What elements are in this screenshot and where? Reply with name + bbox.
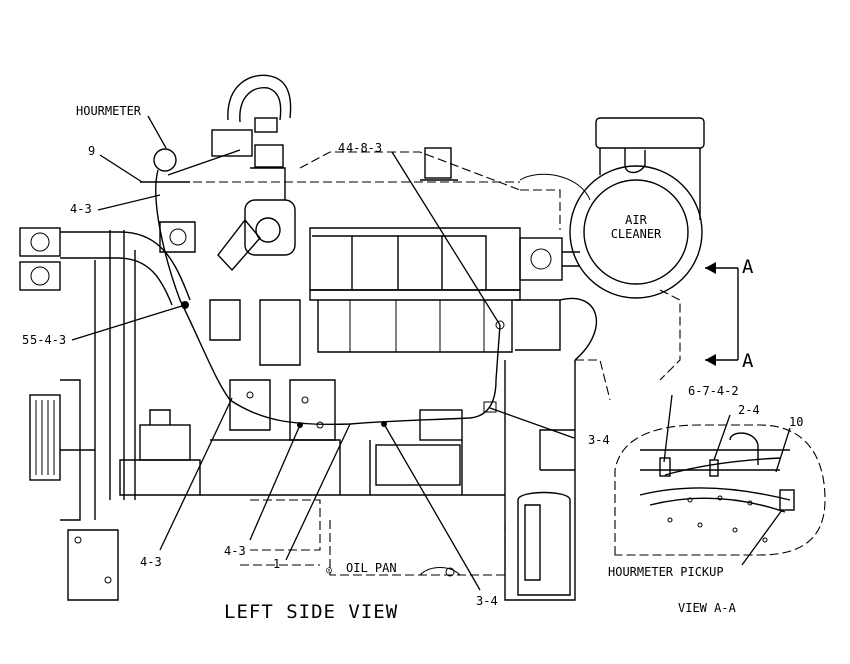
- engine-block: [180, 147, 561, 353]
- section-a-top-label: A: [742, 256, 755, 278]
- callout-10: 10: [789, 415, 804, 429]
- front-housing: [19, 227, 191, 601]
- section-a-bottom-label: A: [742, 350, 755, 372]
- callout-4-8-3-prefix: 4: [338, 141, 346, 155]
- hourmeter-pickup-label: HOURMETER PICKUP: [608, 565, 724, 579]
- callout-3-4-right: 3-4: [588, 433, 610, 447]
- left-side-view-title: LEFT SIDE VIEW: [224, 601, 399, 623]
- callout-5-4-3: 5-4-3: [30, 333, 67, 347]
- leader-lines: [71, 115, 575, 591]
- callout-9: 9: [88, 144, 96, 158]
- air-cleaner-label-line2: CLEANER: [610, 227, 662, 241]
- callout-3-4-bottom: 3-4: [476, 594, 498, 608]
- callout-5-4-3-prefix: 5: [22, 333, 30, 347]
- flywheel-housing: [504, 297, 611, 601]
- callout-4-8-3: 4-8-3: [346, 141, 383, 155]
- turbo-assembly: [140, 148, 336, 441]
- air-cleaner: [519, 117, 705, 381]
- oil-pan-symbol: ◎: [326, 565, 333, 576]
- oil-pan-label: OIL PAN: [346, 561, 397, 575]
- callout-4-3-lower-mid: 4-3: [224, 544, 246, 558]
- view-a-a-inset: [614, 394, 826, 566]
- callout-4-3-upper: 4-3: [70, 202, 92, 216]
- callout-6-7-4-2: 6-7-4-2: [688, 384, 739, 398]
- section-arrows: [705, 262, 739, 366]
- callout-2-4: 2-4: [738, 403, 760, 417]
- callout-4-3-lower-left: 4-3: [140, 555, 162, 569]
- hourmeter-label: HOURMETER: [76, 104, 142, 118]
- air-cleaner-label-line1: AIR: [625, 213, 647, 227]
- hourmeter-harness: [155, 149, 505, 428]
- oil-pan-area: [119, 409, 506, 577]
- view-a-a-label: VIEW A-A: [678, 601, 736, 615]
- callout-1: 1: [273, 557, 281, 571]
- exhaust-elbow: [211, 74, 292, 168]
